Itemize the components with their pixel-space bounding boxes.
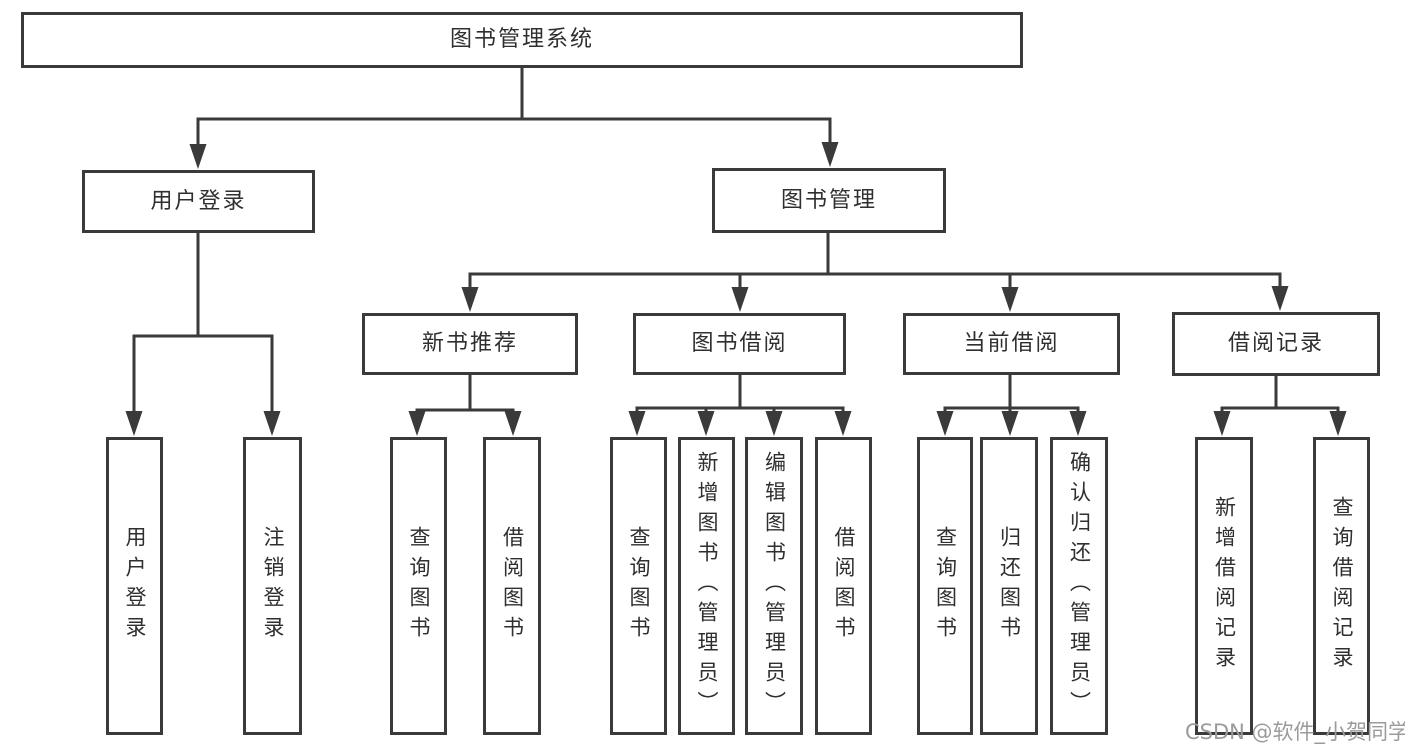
arrowheads [125, 142, 1347, 436]
leaf-add-books-admin: 新增图书（管理员） [678, 437, 735, 735]
node-book-borrow: 图书借阅 [633, 313, 846, 375]
leaf-query-books-3: 查询图书 [917, 437, 973, 735]
leaf-edit-books-admin: 编辑图书（管理员） [745, 437, 803, 735]
leaf-borrow-books: 借阅图书 [483, 437, 541, 735]
node-user-login: 用户登录 [82, 170, 315, 233]
leaf-confirm-return-admin: 确认归还（管理员） [1050, 437, 1108, 735]
node-new-book-recommend: 新书推荐 [362, 313, 578, 375]
csdn-watermark: CSDN @软件_小贺同学 [1185, 720, 1405, 744]
leaf-query-books-2: 查询图书 [610, 437, 667, 735]
leaf-logout: 注销登录 [243, 437, 302, 735]
node-root-system: 图书管理系统 [21, 12, 1023, 68]
leaf-add-borrow-record: 新增借阅记录 [1195, 437, 1253, 735]
leaf-user-login: 用户登录 [106, 437, 163, 735]
leaf-query-books: 查询图书 [390, 437, 447, 735]
node-borrow-records: 借阅记录 [1172, 312, 1380, 376]
node-current-borrow: 当前借阅 [903, 313, 1120, 375]
leaf-borrow-books-2: 借阅图书 [815, 437, 872, 735]
leaf-query-borrow-record: 查询借阅记录 [1313, 437, 1370, 735]
leaf-return-books: 归还图书 [980, 437, 1038, 735]
node-book-management: 图书管理 [712, 168, 946, 233]
